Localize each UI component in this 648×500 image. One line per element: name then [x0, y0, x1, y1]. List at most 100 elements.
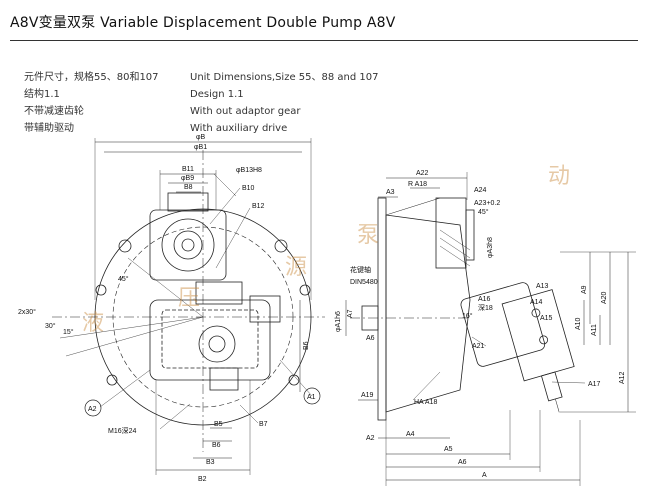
- dim-label: A23+0.2: [474, 200, 500, 207]
- center-shaft: [198, 325, 236, 363]
- control-inner: [161, 309, 259, 369]
- title-underline: [10, 40, 638, 41]
- front-view-labels: φB φB1 B11 φB9 B8 φB13H8 B10 B12 2x30° 3…: [18, 134, 310, 483]
- side-view: [345, 172, 636, 486]
- side-boss: [249, 295, 281, 323]
- port-label-a1: A1: [307, 394, 316, 401]
- bolt-hole: [288, 374, 300, 386]
- aux-drive-shaft: [181, 238, 195, 252]
- watermark: 液 压 源 泵 动: [82, 164, 570, 336]
- aux-block-flange: [465, 209, 475, 261]
- aux-block: [435, 197, 467, 269]
- dim-label: A22: [416, 170, 429, 177]
- port-label-a2: A2: [88, 406, 97, 413]
- dim-label: φB13H8: [236, 167, 262, 174]
- dim-label: φA1h6: [335, 311, 342, 332]
- spline-note: DIN5480: [350, 279, 378, 286]
- watermark-char: 泵: [357, 223, 379, 248]
- dim-label: A14: [530, 299, 543, 306]
- angle-label: 15°: [63, 328, 74, 336]
- angle-label: 45°: [118, 275, 129, 283]
- angle-line: [65, 316, 204, 357]
- dim-label: A13: [536, 283, 549, 290]
- dim-label: A16: [478, 296, 491, 303]
- dim-label: B11: [182, 166, 194, 173]
- angle-label: 2x30°: [18, 308, 36, 316]
- port-marker-a2: [84, 399, 102, 417]
- dim-label: A20: [601, 291, 608, 304]
- front-view-ports: [84, 387, 321, 417]
- spec-chinese: 元件尺寸，规格55、80和107 结构1.1 不带减速齿轮 带辅助驱动: [24, 69, 159, 137]
- bolt-hole: [95, 284, 107, 296]
- page-title: A8V变量双泵 Variable Displacement Double Pum…: [10, 15, 396, 31]
- aux-drive-circle: [161, 218, 215, 272]
- spec-en-line: Unit Dimensions,Size 55、88 and 107: [190, 72, 379, 83]
- dim-label: A11: [591, 324, 598, 336]
- dim-label: A7: [347, 309, 354, 318]
- spec-en-line: With out adaptor gear: [190, 106, 301, 117]
- spec-cn-line: 不带减速齿轮: [24, 106, 84, 117]
- dim-label: φB1: [194, 144, 207, 151]
- dim-label: A: [482, 472, 487, 479]
- spec-english: Unit Dimensions,Size 55、88 and 107 Desig…: [190, 69, 379, 137]
- aux-mount-plate: [167, 192, 209, 212]
- bolt-hole: [299, 284, 311, 296]
- dim-label: φB: [196, 134, 206, 141]
- dim-label: B3: [206, 459, 215, 466]
- dim-label: A4: [406, 431, 415, 438]
- thread-label: M16深24: [108, 426, 137, 435]
- angle-label: 16°: [462, 312, 473, 320]
- dim-label: R A18: [408, 181, 427, 188]
- dim-label: B7: [259, 421, 268, 428]
- dim-label: A21: [472, 343, 485, 350]
- watermark-char: 动: [548, 164, 570, 189]
- spec-cn-line: 带辅助驱动: [24, 123, 74, 134]
- dim-label: B8: [184, 184, 193, 191]
- control-solenoid: [540, 371, 563, 402]
- spec-cn-line: 元件尺寸，规格55、80和107: [24, 72, 159, 83]
- dim-label: A24: [474, 187, 487, 194]
- angle-label: 45°: [478, 208, 489, 216]
- watermark-char: 液: [82, 311, 104, 336]
- watermark-char: 源: [285, 255, 307, 280]
- spline-note: 花键轴: [350, 265, 371, 274]
- dim-label: A10: [575, 317, 582, 330]
- angle-line: [59, 316, 204, 339]
- angle-line: [127, 257, 204, 318]
- spec-cn-line: 结构1.1: [24, 89, 60, 100]
- tilted-pump: [460, 282, 575, 413]
- dim-label: B6: [212, 442, 221, 449]
- adjuster-block: [195, 281, 243, 305]
- dim-label: B6: [303, 341, 310, 350]
- bolt-hole: [106, 374, 118, 386]
- spec-en-line: With auxiliary drive: [190, 123, 288, 134]
- dim-label: B2: [198, 476, 207, 483]
- dim-label: A6: [366, 335, 375, 342]
- dim-label: A17: [588, 381, 601, 388]
- dim-label: A5: [444, 446, 453, 453]
- center-shaft-inner: [208, 335, 226, 353]
- front-view: [52, 138, 325, 475]
- dim-label: B5: [214, 421, 223, 428]
- aux-drive-bore: [173, 230, 203, 260]
- spec-en-line: Design 1.1: [190, 89, 244, 100]
- second-pump-body: [460, 282, 546, 367]
- aux-flange: [149, 209, 227, 281]
- dim-label: A3: [386, 189, 395, 196]
- bolt-hole: [118, 239, 132, 253]
- dim-label: φB9: [181, 175, 194, 182]
- dim-label: A19: [361, 392, 374, 399]
- bolt-hole: [274, 239, 288, 253]
- angle-label: 30°: [45, 322, 56, 330]
- dim-label: B12: [252, 203, 265, 210]
- dim-label: A9: [581, 285, 588, 294]
- dim-label: B10: [242, 185, 255, 192]
- watermark-char: 压: [178, 286, 200, 311]
- port-marker-a1: [303, 387, 321, 405]
- lower-boss: [209, 367, 239, 391]
- side-view-labels: A22 R A18 A3 A24 A23+0.2 45° φA1h6 A7 A6…: [335, 170, 626, 479]
- depth-label: 深18: [478, 303, 493, 312]
- dim-label: A6: [458, 459, 467, 466]
- dim-label: A12: [619, 371, 626, 384]
- dim-label: A15: [540, 315, 553, 322]
